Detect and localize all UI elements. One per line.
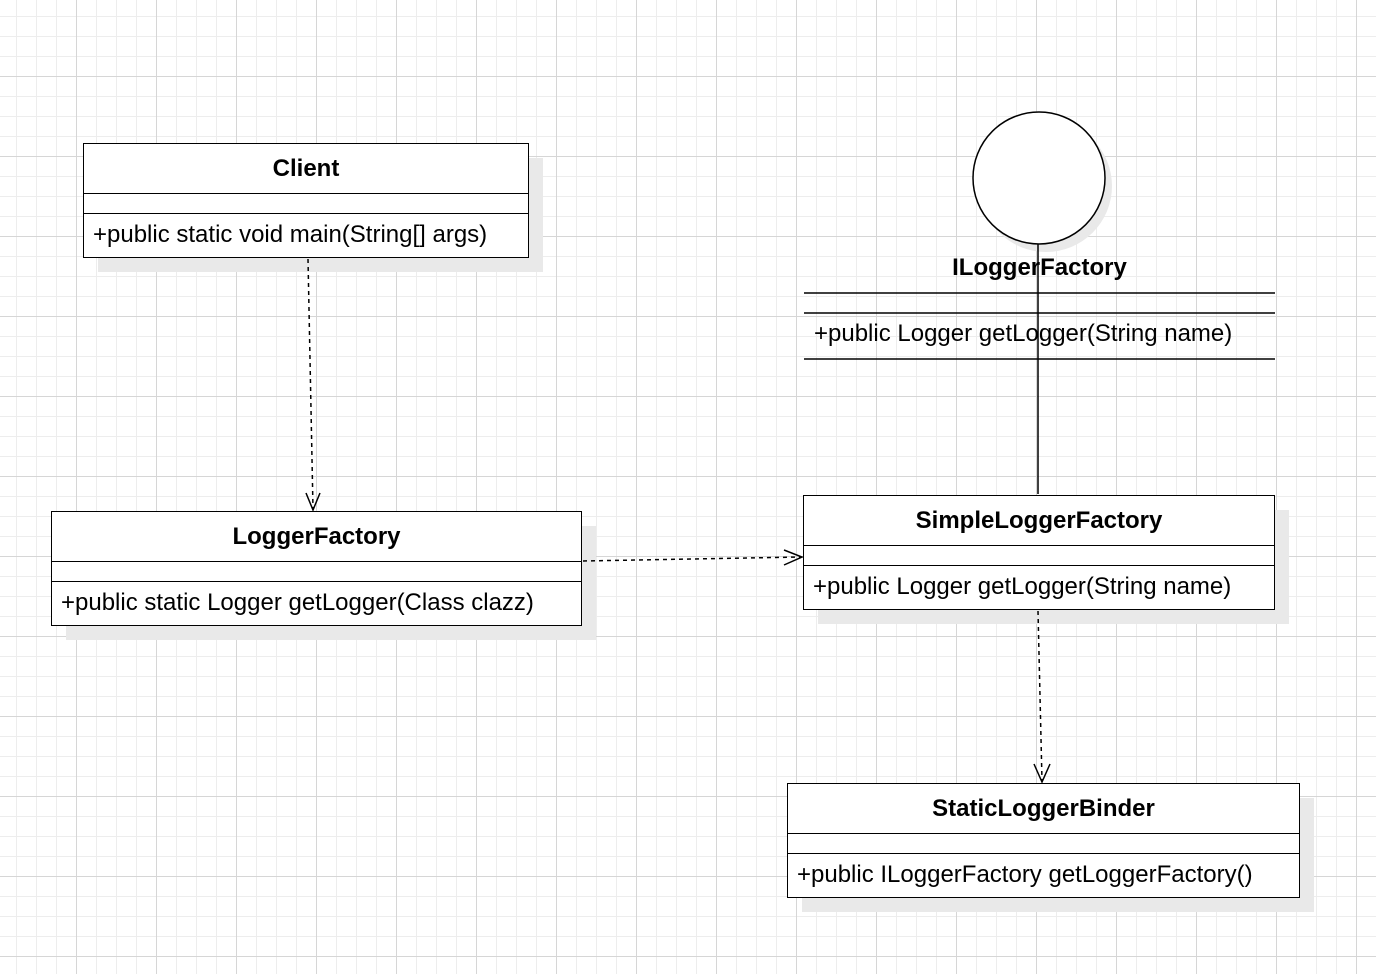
arrow-head-icon [305, 492, 321, 512]
interface-name: ILoggerFactory [952, 254, 1127, 281]
class-name: LoggerFactory [52, 512, 581, 562]
class-name: Client [84, 144, 528, 194]
dependency-simpleloggerfactory-staticloggerbinder [1037, 610, 1043, 782]
dependency-client-loggerfactory [307, 258, 314, 510]
attributes-compartment [804, 546, 1274, 566]
operation: +public Logger getLogger(String name) [813, 573, 1232, 600]
attributes-compartment [788, 834, 1299, 854]
operation: +public ILoggerFactory getLoggerFactory(… [797, 861, 1253, 888]
interface-operation: +public Logger getLogger(String name) [814, 320, 1233, 347]
attributes-compartment [84, 194, 528, 214]
arrow-head-icon [1033, 763, 1051, 784]
dependency-loggerfactory-simpleloggerfactory [582, 556, 802, 562]
attributes-compartment [52, 562, 581, 582]
arrow-head-icon [783, 549, 804, 566]
class-name: SimpleLoggerFactory [804, 496, 1274, 546]
class-name: StaticLoggerBinder [788, 784, 1299, 834]
class-logger-factory[interactable]: LoggerFactory +public static Logger getL… [51, 511, 582, 626]
class-client[interactable]: Client +public static void main(String[]… [83, 143, 529, 258]
class-simple-logger-factory[interactable]: SimpleLoggerFactory +public Logger getLo… [803, 495, 1275, 610]
interface-circle-icon [972, 111, 1106, 245]
class-static-logger-binder[interactable]: StaticLoggerBinder +public ILoggerFactor… [787, 783, 1300, 898]
operation: +public static void main(String[] args) [93, 221, 488, 248]
operation: +public static Logger getLogger(Class cl… [61, 589, 534, 616]
